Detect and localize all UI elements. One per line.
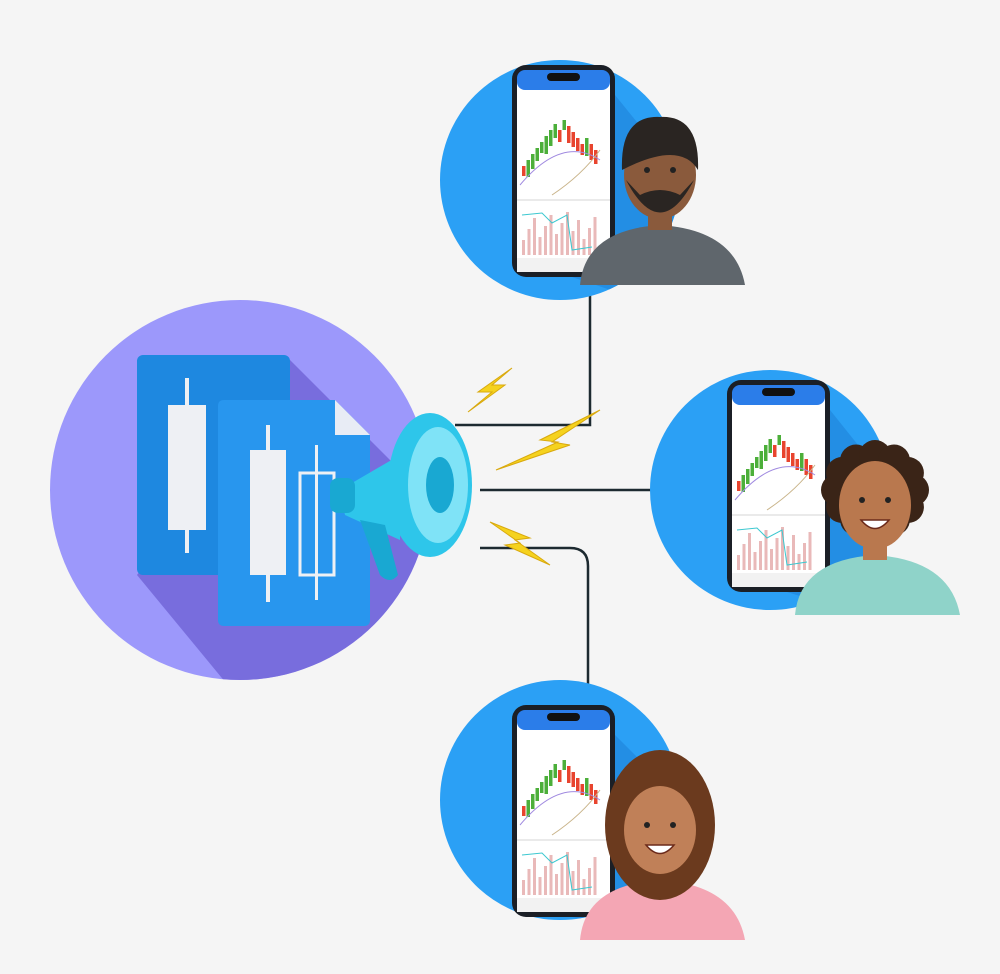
megaphone-icon [330,413,472,580]
connector-bottom [480,546,590,690]
phone-chart [517,120,610,255]
signal-source-hub [50,300,430,680]
phone-chart [517,760,610,895]
recipient-top [440,60,745,300]
person-avatar [795,440,960,615]
phone-chart [732,435,825,570]
person-avatar [580,116,745,285]
connector-top [455,290,592,427]
recipient-bottom [440,680,745,940]
bolt-icon [489,521,551,566]
phone-bottom-nav [732,573,825,587]
bolt-icon [467,367,513,413]
person-avatar [580,750,745,940]
phone-bottom-nav [517,898,610,912]
connector-lines [455,290,655,690]
bolt-icon [495,409,601,471]
phone [512,705,615,917]
phone [727,380,830,592]
document-front [218,400,370,626]
lightning-bolts [467,367,601,566]
recipient-right [650,370,960,615]
